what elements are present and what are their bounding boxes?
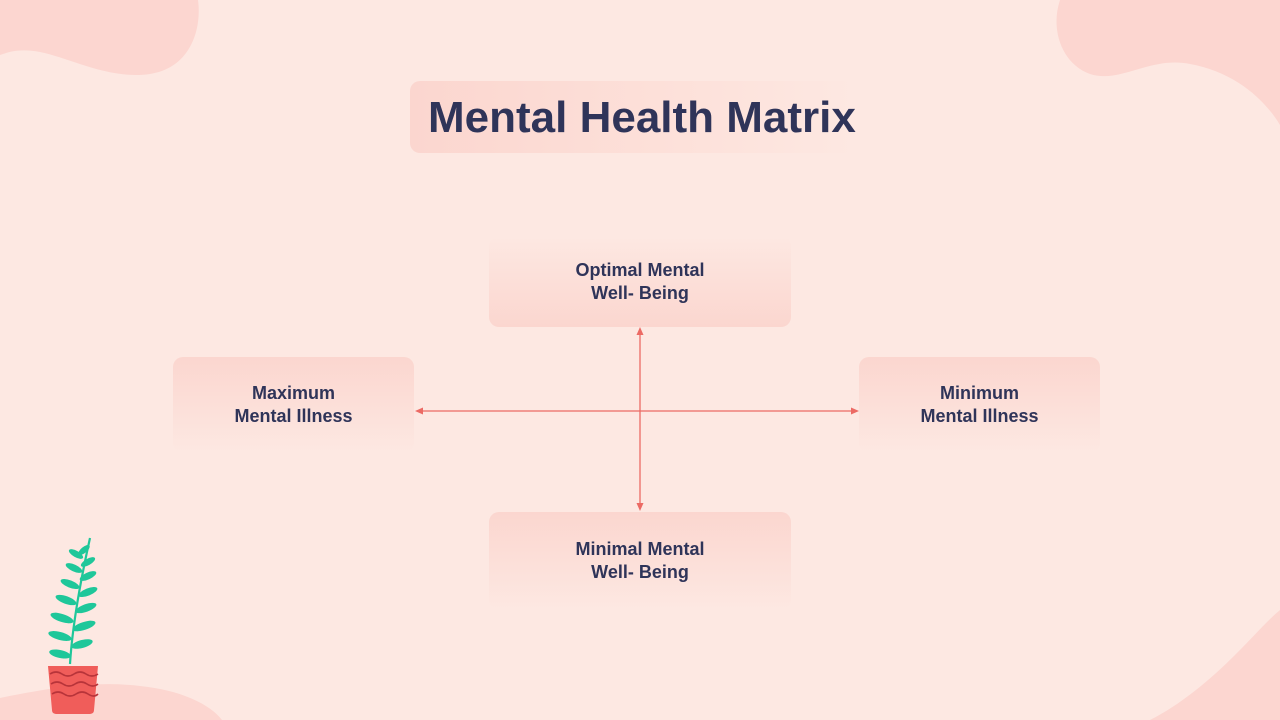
arrowhead-up (636, 327, 644, 335)
node-right-label: Minimum Mental Illness (920, 383, 1039, 426)
page-title: Mental Health Matrix (428, 93, 856, 142)
node-maximum-mental-illness: Maximum Mental Illness (173, 357, 414, 453)
node-left-label: Maximum Mental Illness (234, 383, 353, 426)
decorative-blob-top-left (0, 0, 199, 76)
node-minimum-mental-illness: Minimum Mental Illness (859, 357, 1100, 453)
arrowhead-left (415, 407, 423, 415)
title-box (410, 81, 860, 153)
node-optimal-mental-well-being: Optimal Mental Well- Being (489, 236, 791, 327)
arrowhead-right (851, 407, 859, 415)
decorative-blob-bottom-right (1150, 610, 1280, 720)
node-minimal-mental-well-being: Minimal Mental Well- Being (489, 512, 791, 610)
potted-plant-icon (48, 537, 99, 714)
arrowhead-down (636, 503, 644, 511)
node-top-label: Optimal Mental Well- Being (575, 259, 705, 303)
decorative-blob-top-right (1056, 0, 1280, 125)
node-bottom-label: Minimal Mental Well- Being (575, 539, 705, 582)
